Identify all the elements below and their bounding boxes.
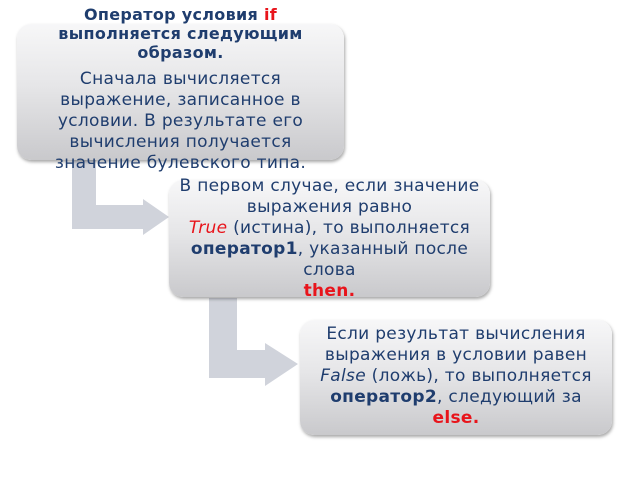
step2-box [169, 180, 490, 297]
step1-box [17, 24, 344, 160]
operator1: оператор1 [190, 239, 298, 259]
step3-text: Если результат вычисления выражения в ус… [320, 324, 592, 428]
step1-body: Сначала вычисляется выражение, записанно… [54, 69, 307, 173]
false-word: False [320, 366, 366, 386]
step1-text: Оператор условия if выполняется следующи… [17, 5, 344, 174]
step1-title: Оператор условия if выполняется следующи… [58, 5, 303, 62]
else-keyword: else. [432, 408, 480, 428]
then-keyword: then. [303, 281, 356, 301]
step3-box [300, 320, 612, 435]
operator2: оператор2 [330, 387, 438, 407]
if-keyword: if [263, 5, 277, 24]
true-word: True [188, 218, 228, 238]
step2-text: В первом случае, если значение выражения… [179, 176, 480, 301]
